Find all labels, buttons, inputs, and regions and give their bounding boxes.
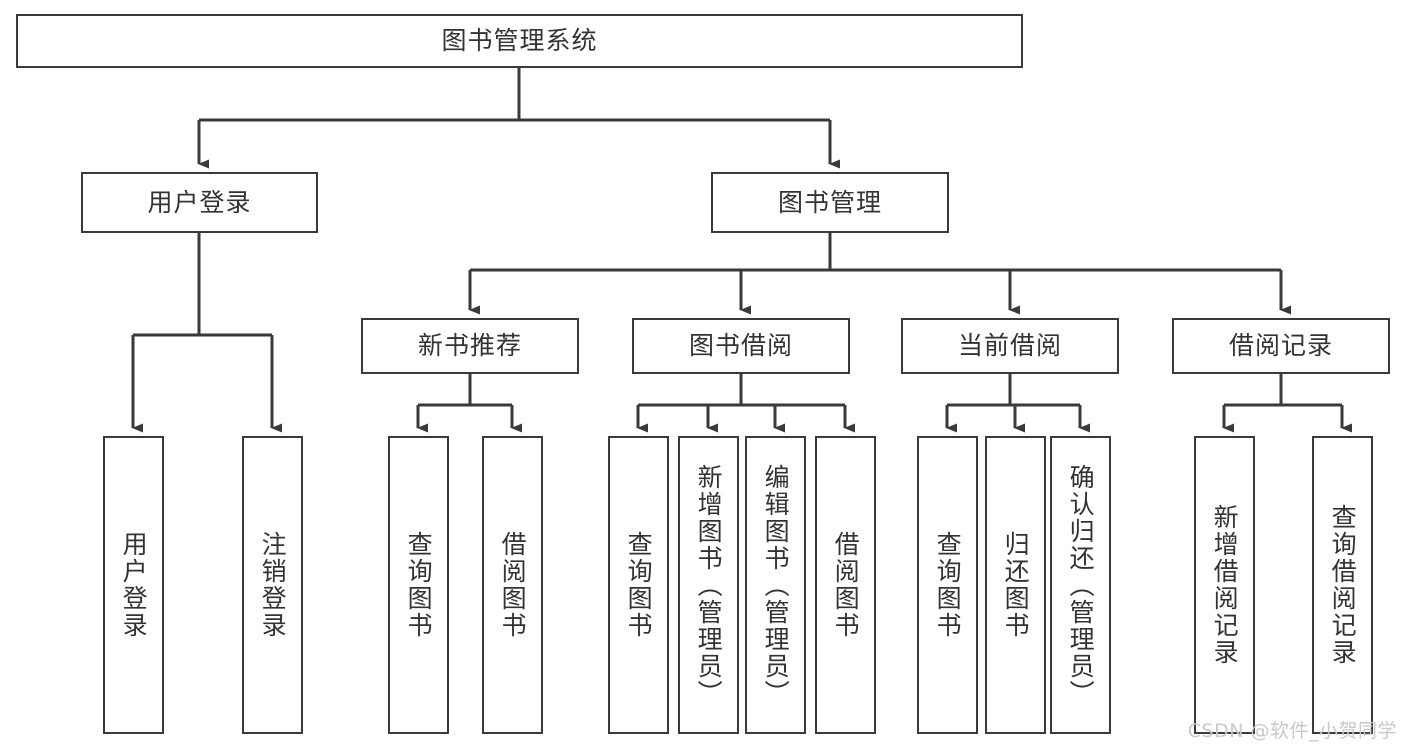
node-book-borrow-label: 图书借阅 [688,331,793,360]
leaf-return-book[interactable]: 归还图书 [985,436,1046,734]
node-new-book-recommend[interactable]: 新书推荐 [361,318,579,374]
watermark: CSDN @软件_小贺同学 [1187,720,1397,742]
leaf-confirm-return-admin[interactable]: 确认归还（管理员） [1050,436,1111,734]
leaf-add-book-admin-label: 新增图书（管理员） [694,463,724,707]
node-user-login[interactable]: 用户登录 [81,172,318,233]
leaf-add-borrow-record-label: 新增借阅记录 [1210,504,1240,666]
node-book-manage-label: 图书管理 [777,187,882,217]
leaf-query-book-cb[interactable]: 查询图书 [917,436,978,734]
leaf-logout-label: 注销登录 [258,531,288,639]
node-new-book-recommend-label: 新书推荐 [417,331,522,360]
node-current-borrow[interactable]: 当前借阅 [901,318,1119,374]
node-borrow-record-label: 借阅记录 [1228,331,1333,360]
leaf-query-book-bb-label: 查询图书 [624,531,654,639]
leaf-confirm-return-admin-label: 确认归还（管理员） [1066,463,1096,707]
leaf-query-book-nb-label: 查询图书 [404,531,434,639]
leaf-borrow-book-nb-label: 借阅图书 [498,531,528,639]
leaf-query-book-nb[interactable]: 查询图书 [388,436,449,734]
leaf-borrow-book-bb[interactable]: 借阅图书 [815,436,876,734]
node-book-manage[interactable]: 图书管理 [711,172,949,233]
leaf-user-login-label: 用户登录 [119,531,149,639]
leaf-add-book-admin[interactable]: 新增图书（管理员） [678,436,739,734]
leaf-query-book-cb-label: 查询图书 [933,531,963,639]
node-book-borrow[interactable]: 图书借阅 [632,318,850,374]
leaf-edit-book-admin[interactable]: 编辑图书（管理员） [745,436,806,734]
node-root[interactable]: 图书管理系统 [16,14,1023,68]
node-borrow-record[interactable]: 借阅记录 [1172,318,1390,374]
leaf-logout[interactable]: 注销登录 [242,436,303,734]
node-user-login-label: 用户登录 [147,187,252,217]
leaf-borrow-book-nb[interactable]: 借阅图书 [482,436,543,734]
leaf-query-book-bb[interactable]: 查询图书 [608,436,669,734]
leaf-query-borrow-record[interactable]: 查询借阅记录 [1312,436,1373,734]
leaf-user-login[interactable]: 用户登录 [103,436,164,734]
node-root-label: 图书管理系统 [441,26,598,55]
leaf-edit-book-admin-label: 编辑图书（管理员） [761,463,791,707]
node-current-borrow-label: 当前借阅 [957,331,1062,360]
leaf-return-book-label: 归还图书 [1001,531,1031,639]
leaf-borrow-book-bb-label: 借阅图书 [831,531,861,639]
leaf-add-borrow-record[interactable]: 新增借阅记录 [1194,436,1255,734]
leaf-query-borrow-record-label: 查询借阅记录 [1328,504,1358,666]
